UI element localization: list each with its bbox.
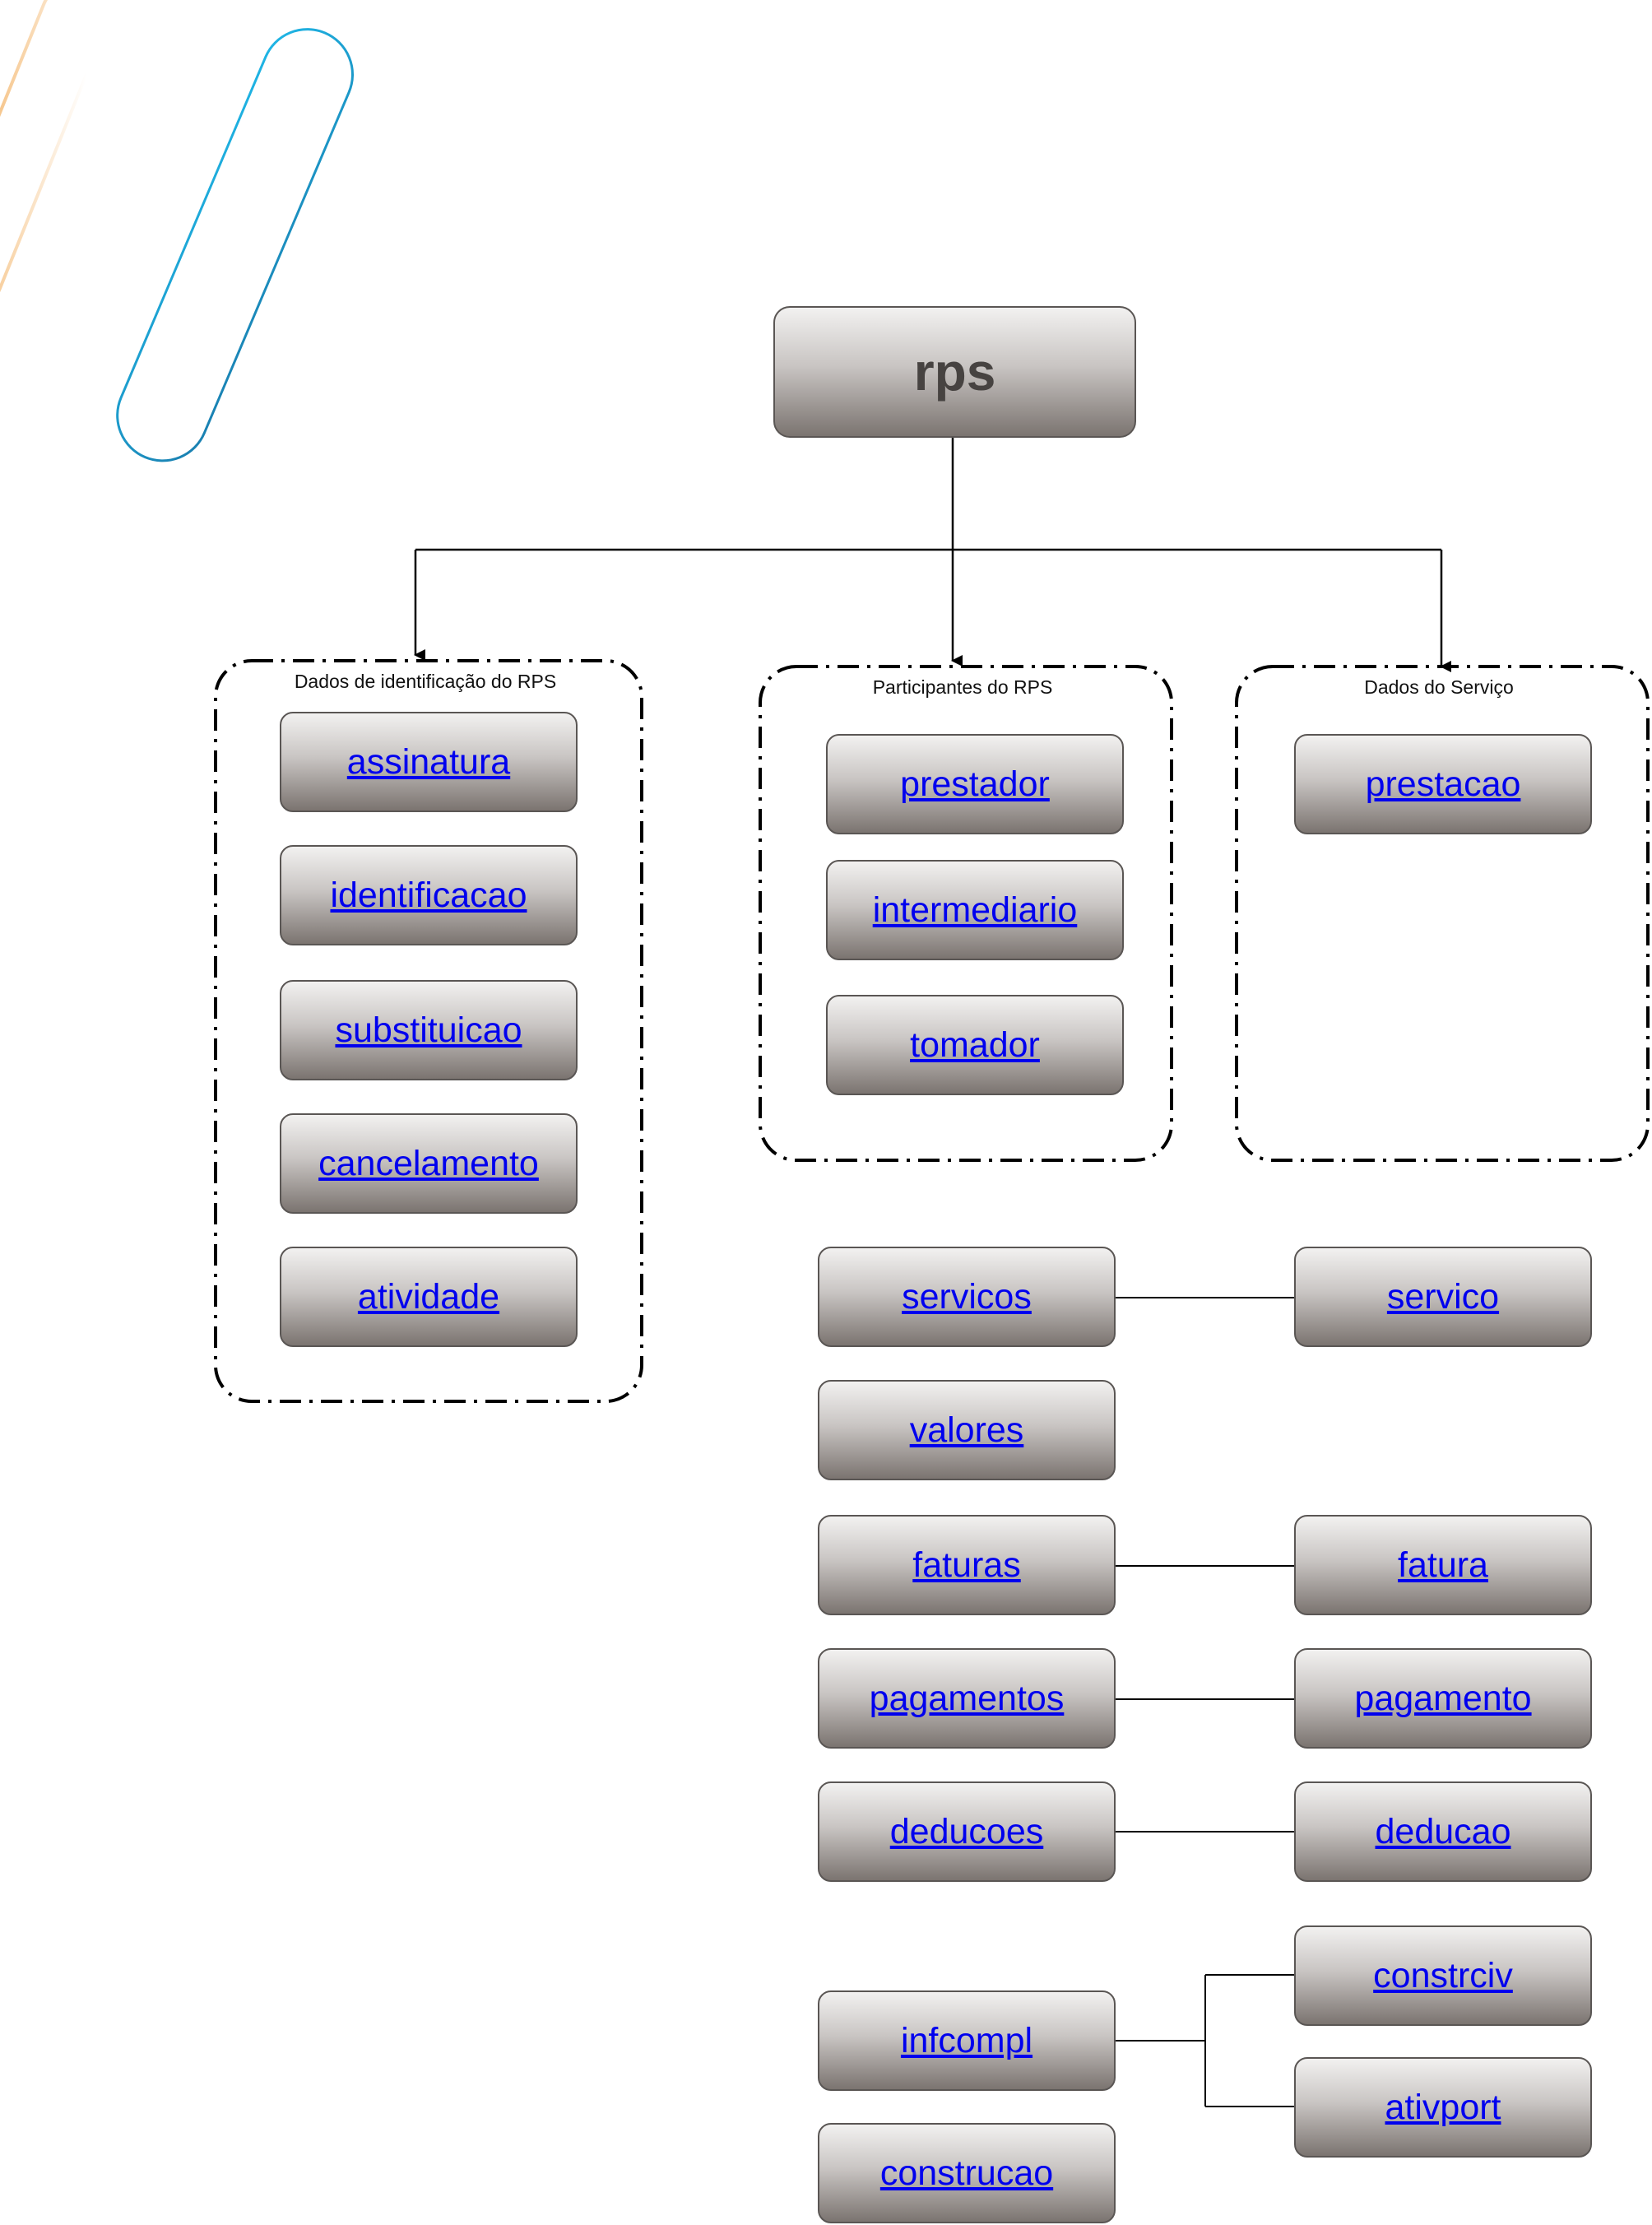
node-substituicao[interactable]: substituicao	[280, 980, 578, 1080]
node-ativport[interactable]: ativport	[1294, 2057, 1592, 2158]
root-label: rps	[913, 342, 996, 402]
node-servico[interactable]: servico	[1294, 1247, 1592, 1347]
node-assinatura[interactable]: assinatura	[280, 712, 578, 812]
node-faturas[interactable]: faturas	[818, 1515, 1116, 1615]
link-prestacao[interactable]: prestacao	[1365, 764, 1521, 804]
node-tomador[interactable]: tomador	[826, 995, 1124, 1095]
link-deducao[interactable]: deducao	[1375, 1811, 1511, 1851]
link-ativport[interactable]: ativport	[1385, 2087, 1501, 2127]
link-cancelamento[interactable]: cancelamento	[318, 1143, 539, 1183]
link-servico[interactable]: servico	[1386, 1276, 1500, 1317]
link-pagamentos[interactable]: pagamentos	[869, 1678, 1065, 1718]
node-servicos[interactable]: servicos	[818, 1247, 1116, 1347]
link-prestador[interactable]: prestador	[900, 764, 1050, 804]
link-intermediario[interactable]: intermediario	[872, 890, 1078, 930]
root-node-rps: rps	[773, 306, 1136, 438]
link-construcao[interactable]: construcao	[879, 2153, 1054, 2193]
node-valores[interactable]: valores	[818, 1380, 1116, 1480]
node-constrciv[interactable]: constrciv	[1294, 1925, 1592, 2026]
node-prestador[interactable]: prestador	[826, 734, 1124, 834]
node-fatura[interactable]: fatura	[1294, 1515, 1592, 1615]
group-participantes-border	[759, 665, 1173, 1162]
link-substituicao[interactable]: substituicao	[335, 1010, 522, 1050]
group-label-identificacao: Dados de identificação do RPS	[294, 671, 557, 692]
root-connectors	[414, 438, 1451, 672]
node-prestacao[interactable]: prestacao	[1294, 734, 1592, 834]
node-construcao[interactable]: construcao	[818, 2123, 1116, 2223]
link-servicos[interactable]: servicos	[902, 1276, 1032, 1317]
node-cancelamento[interactable]: cancelamento	[280, 1113, 578, 1214]
node-identificacao[interactable]: identificacao	[280, 845, 578, 945]
node-intermediario[interactable]: intermediario	[826, 860, 1124, 960]
link-tomador[interactable]: tomador	[910, 1024, 1040, 1065]
node-deducao[interactable]: deducao	[1294, 1781, 1592, 1882]
node-deducoes[interactable]: deducoes	[818, 1781, 1116, 1882]
node-atividade[interactable]: atividade	[280, 1247, 578, 1347]
link-assinatura[interactable]: assinatura	[346, 741, 511, 782]
link-infcompl[interactable]: infcompl	[900, 2020, 1033, 2060]
node-pagamentos[interactable]: pagamentos	[818, 1648, 1116, 1749]
node-pagamento[interactable]: pagamento	[1294, 1648, 1592, 1749]
link-constrciv[interactable]: constrciv	[1373, 1955, 1513, 1995]
link-atividade[interactable]: atividade	[357, 1276, 500, 1317]
link-fatura[interactable]: fatura	[1398, 1544, 1488, 1585]
group-servico-border	[1235, 665, 1650, 1162]
link-pagamento[interactable]: pagamento	[1354, 1678, 1532, 1718]
decor-blue-pill	[116, 28, 355, 462]
node-infcompl[interactable]: infcompl	[818, 1990, 1116, 2091]
link-valores[interactable]: valores	[909, 1410, 1024, 1450]
link-faturas[interactable]: faturas	[912, 1544, 1021, 1585]
group-label-participantes: Participantes do RPS	[872, 676, 1053, 698]
group-label-servico: Dados do Serviço	[1364, 676, 1514, 698]
link-deducoes[interactable]: deducoes	[889, 1811, 1044, 1851]
link-identificacao[interactable]: identificacao	[330, 875, 527, 915]
child-connectors	[1113, 1297, 1294, 2107]
group-identificacao-border	[214, 659, 643, 1403]
decor-orange-pill	[0, 0, 109, 311]
